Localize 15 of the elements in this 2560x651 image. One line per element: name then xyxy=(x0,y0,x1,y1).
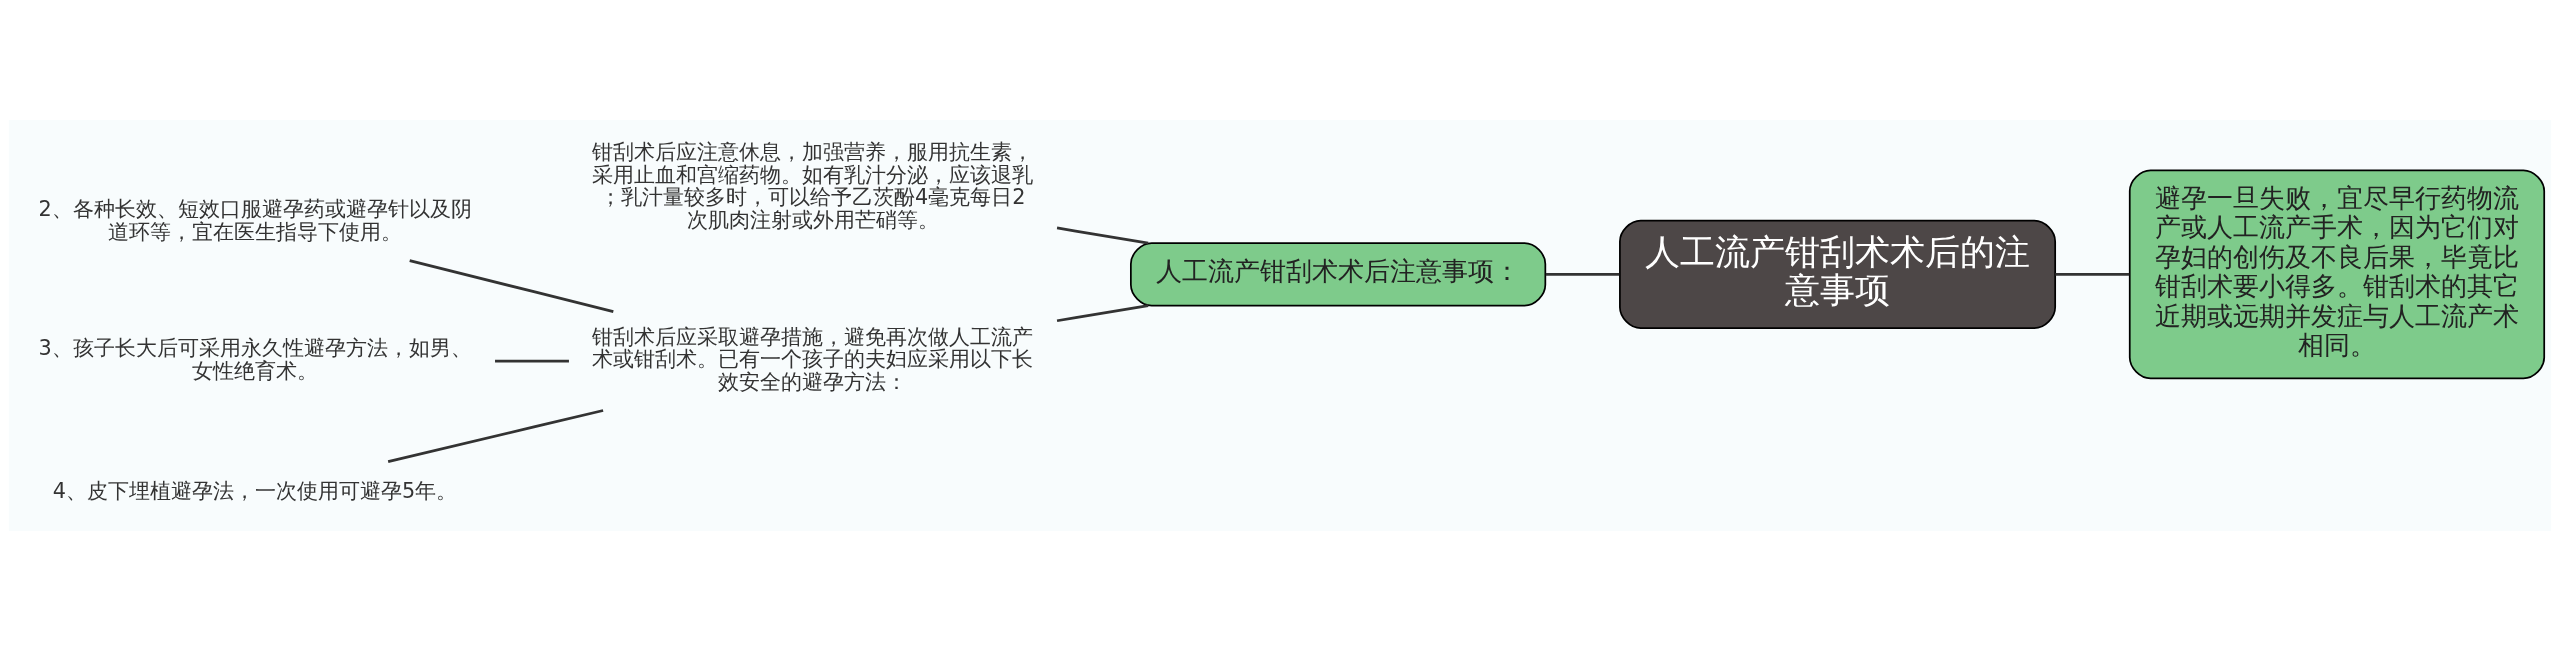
connector xyxy=(495,359,569,363)
node-text: 钳刮术后应注意休息，加强营养，服用抗生素，采用止血和宫缩药物。如有乳汁分泌，应该退乳；乳汁量较多时，可以给予乙茨酚4毫克每日2次肌肉注射或外用芒硝等。 xyxy=(592,140,1034,232)
node-text: 3、孩子长大后可采用永久性避孕方法，如男、女性绝育术。 xyxy=(38,336,472,383)
node-box: 人工流产钳刮术术后的注意事项 xyxy=(1619,219,2057,329)
node-box: 人工流产钳刮术术后注意事项： xyxy=(1130,242,1547,307)
node-text: 钳刮术后应采取避孕措施，避免再次做人工流产术或钳刮术。已有一个孩子的夫妇应采用以下长效安全的避孕方法： xyxy=(592,324,1034,394)
connector xyxy=(1056,304,1149,323)
node-box: 避孕一旦失败，宜尽早行药物流产或人工流产手术，因为它们对孕妇的创伤及不良后果，毕竟比钳刮术要小得多。钳刮术的其它近期或远期并发症与人工流产术相同。 xyxy=(2128,169,2546,380)
connector xyxy=(387,409,604,463)
connector xyxy=(1056,226,1149,245)
connector xyxy=(2055,272,2130,276)
connector xyxy=(1545,272,1620,276)
node-text: 2、各种长效、短效口服避孕药或避孕针以及阴道环等，宜在医生指导下使用。 xyxy=(38,197,472,244)
connector xyxy=(409,259,614,313)
node-text: 4、皮下埋植避孕法，一次使用可避孕5年。 xyxy=(52,479,458,504)
